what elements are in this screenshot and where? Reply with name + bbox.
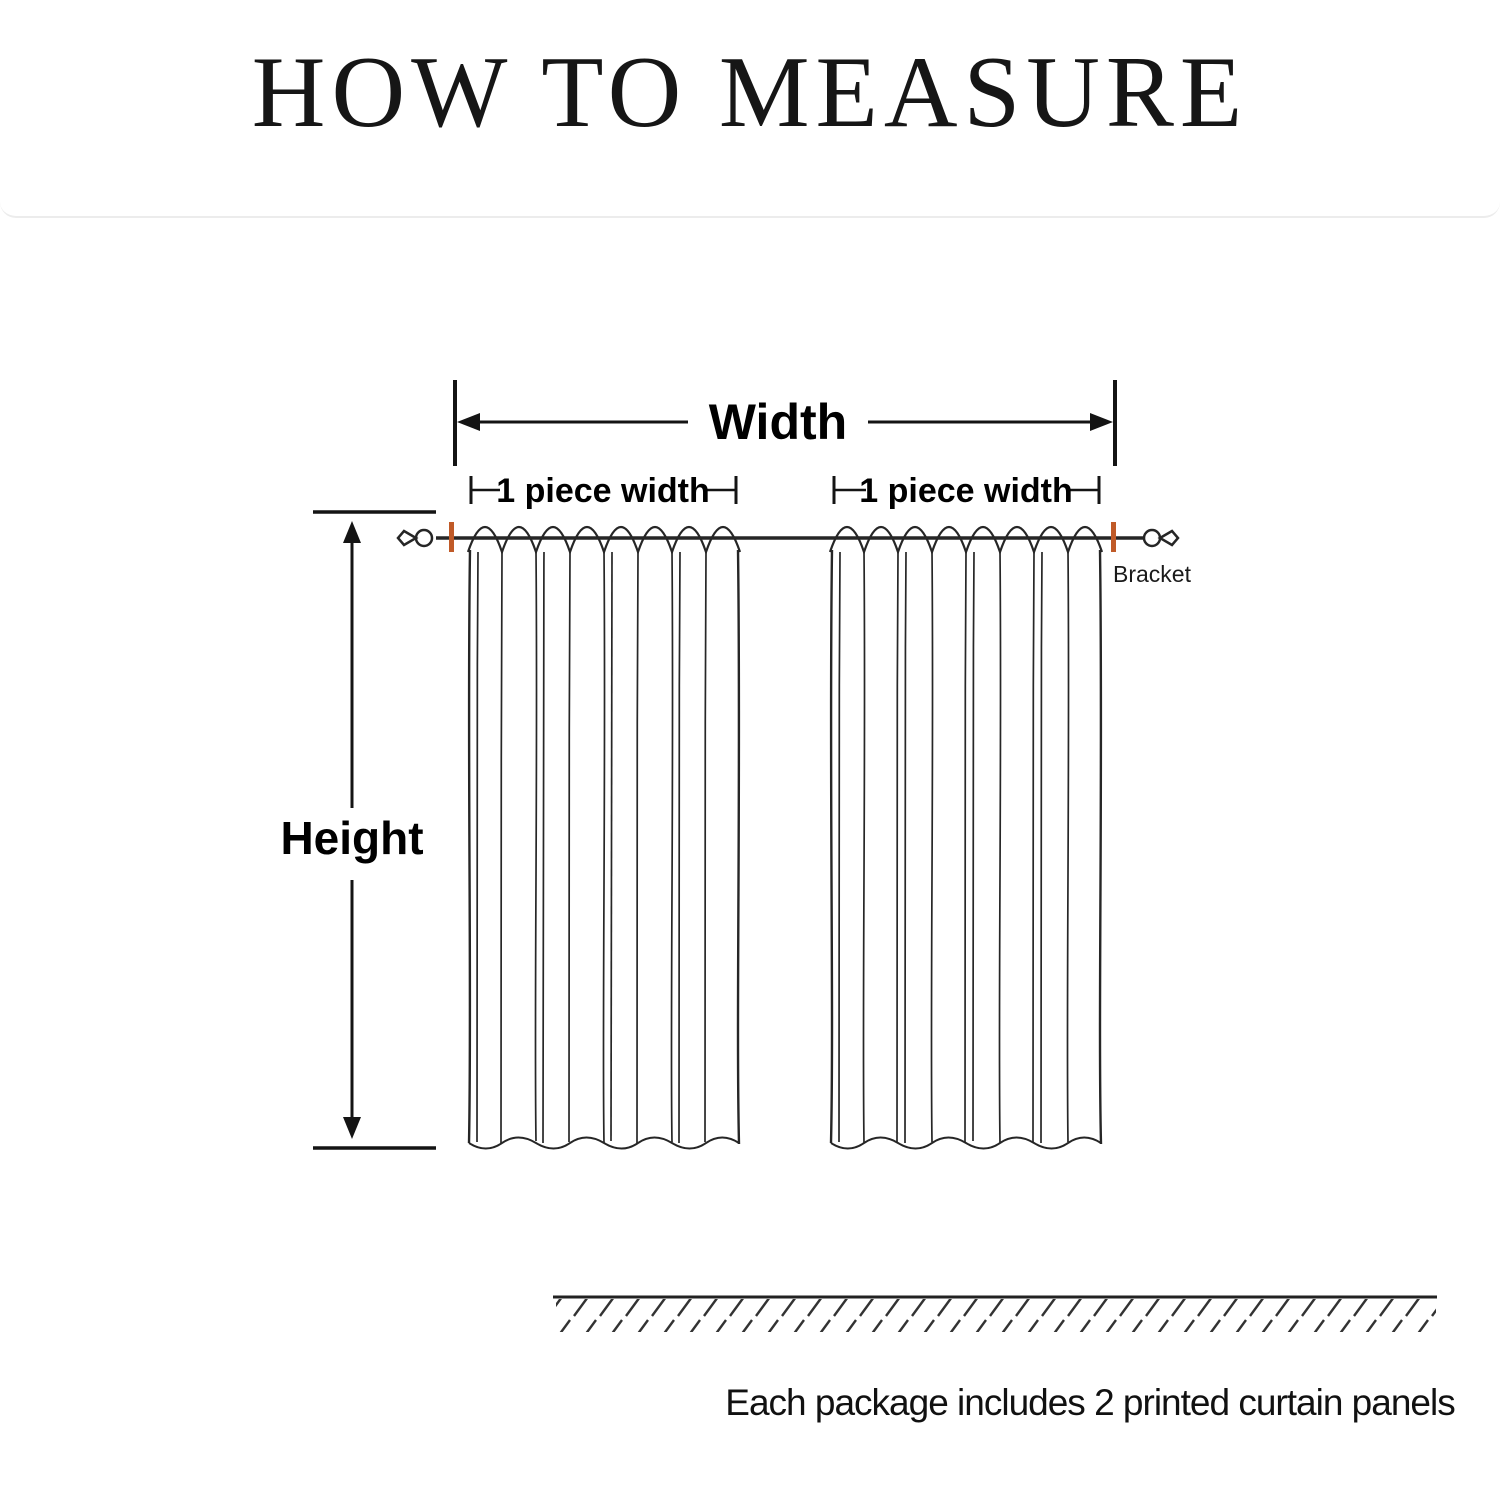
floor-line — [553, 1295, 1437, 1332]
width-label: Width — [709, 394, 847, 450]
piece-width-label-right: 1 piece width — [859, 472, 1073, 510]
width-measure: Width — [453, 380, 1117, 466]
arrowhead-right-icon — [1090, 413, 1113, 431]
arrowhead-up-icon — [343, 521, 361, 543]
bracket-mark-right — [1111, 522, 1116, 552]
piece-width-measure-left: 1 piece width — [469, 472, 738, 510]
curtain-rod — [396, 528, 1180, 548]
height-label: Height — [280, 812, 423, 864]
bracket-mark-left — [449, 522, 454, 552]
measure-diagram: Width 1 piece width 1 piece width — [280, 380, 1456, 1423]
curtain-panel-left — [466, 525, 742, 1150]
height-measure: Height — [280, 510, 436, 1150]
piece-width-measure-right: 1 piece width — [832, 472, 1101, 510]
piece-width-label-left: 1 piece width — [496, 472, 710, 510]
package-note: Each package includes 2 printed curtain … — [725, 1382, 1455, 1423]
rod-finial-left-icon — [396, 528, 434, 548]
bracket-label: Bracket — [1113, 561, 1192, 587]
arrowhead-left-icon — [457, 413, 480, 431]
section-divider — [0, 200, 1500, 218]
page-title: HOW TO MEASURE — [251, 36, 1249, 149]
rod-finial-right-icon — [1142, 528, 1180, 548]
curtain-panel-right — [828, 525, 1104, 1150]
arrowhead-down-icon — [343, 1117, 361, 1139]
